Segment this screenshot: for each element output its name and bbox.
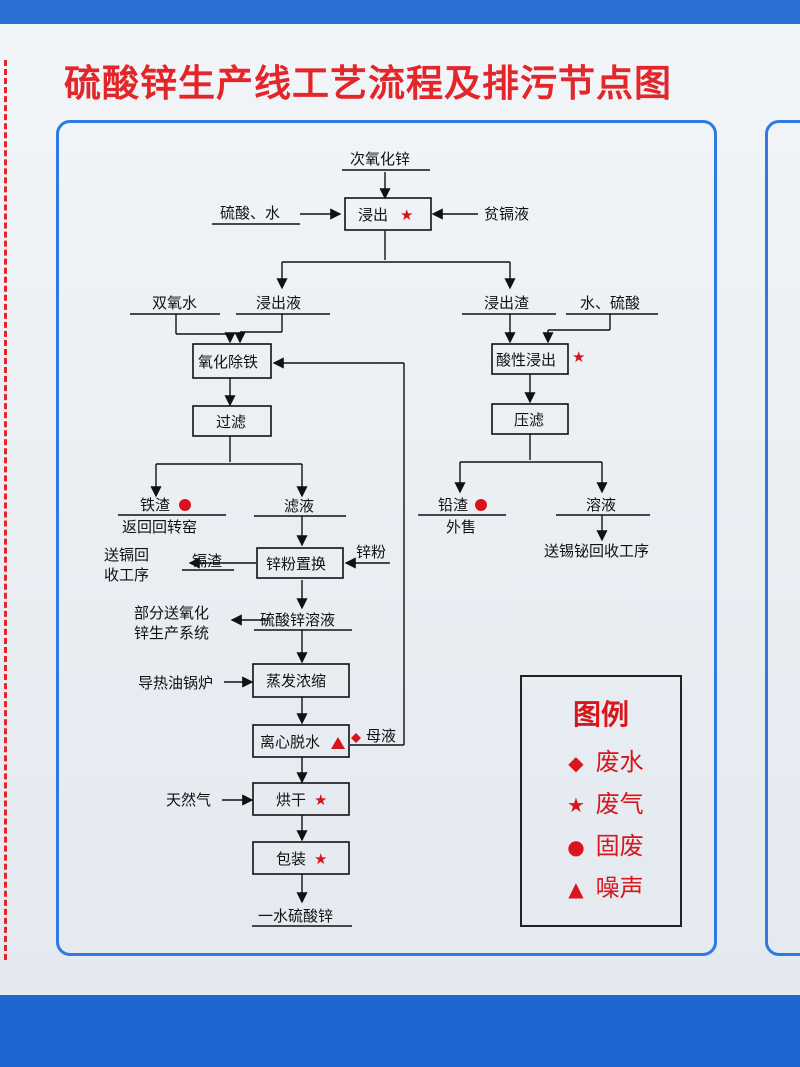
box-evap: [252, 663, 350, 698]
legend-item-wastewater: ◆ 废水: [564, 747, 644, 777]
label-sn-note: 送锡铋回收工序: [544, 542, 649, 560]
label-pb-slag-note: 外售: [446, 518, 476, 536]
box-dry: [252, 782, 350, 816]
label-cd-back-2: 收工序: [104, 566, 149, 584]
label-filtrate: 滤液: [284, 497, 314, 515]
label-product: 一水硫酸锌: [258, 907, 333, 925]
legend-label: 固废: [595, 832, 644, 860]
wastewater-diamond-icon: [351, 733, 361, 743]
legend-item-exhaust: ★ 废气: [564, 789, 644, 819]
box-filter: [192, 405, 272, 437]
label-cd-back-1: 送镉回: [104, 546, 149, 564]
exhaust-star-icon: ★: [400, 206, 413, 224]
label-evap: 蒸发浓缩: [266, 672, 326, 690]
label-fe-slag: 铁渣: [140, 496, 170, 514]
label-pb-slag: 铅渣: [438, 496, 468, 514]
label-cd-slag: 镉渣: [192, 552, 222, 570]
triangle-icon: ▲: [568, 877, 584, 901]
legend-box: 图例 ◆ 废水 ★ 废气 ● 固废 ▲ 噪声: [520, 675, 682, 927]
label-solution: 溶液: [586, 496, 616, 514]
label-zn-replace: 锌粉置换: [266, 555, 326, 573]
label-part-1: 部分送氧化: [134, 604, 209, 622]
legend-title: 图例: [572, 698, 629, 731]
legend-item-noise: ▲ 噪声: [564, 873, 644, 903]
box-pack: [252, 841, 350, 875]
label-water-acid: 水、硫酸: [580, 294, 640, 312]
exhaust-star-icon: ★: [572, 348, 585, 366]
label-pack: 包装: [276, 850, 306, 868]
label-leach: 浸出: [358, 206, 388, 224]
label-dry: 烘干: [276, 791, 306, 809]
legend-label: 废水: [595, 748, 644, 776]
legend-label: 废气: [595, 790, 644, 818]
legend-item-solid-waste: ● 固废: [564, 831, 644, 861]
legend-label: 噪声: [595, 874, 644, 902]
box-centri: [252, 724, 350, 758]
label-zn-powder: 锌粉: [356, 543, 386, 561]
label-fe-slag-note: 返回回转窑: [122, 518, 197, 536]
label-oxid: 氧化除铁: [198, 353, 258, 371]
box-acid-leach: [491, 343, 569, 375]
label-h2o2: 双氧水: [152, 294, 197, 312]
diamond-icon: ◆: [568, 751, 584, 775]
label-leachate: 浸出液: [256, 294, 301, 312]
box-press: [491, 403, 569, 435]
box-leach: [344, 197, 432, 231]
label-zno: 次氧化锌: [350, 150, 410, 168]
label-oil-boiler: 导热油锅炉: [138, 674, 213, 692]
exhaust-star-icon: ★: [314, 850, 327, 868]
label-cd-lean: 贫镉液: [484, 205, 529, 223]
next-panel-frame: [765, 120, 800, 956]
label-znso4-sol: 硫酸锌溶液: [260, 611, 335, 629]
label-filter: 过滤: [216, 413, 246, 431]
star-icon: ★: [567, 793, 585, 817]
page-title: 硫酸锌生产线工艺流程及排污节点图: [64, 62, 672, 105]
dot-icon: ●: [567, 835, 585, 859]
label-centri: 离心脱水: [260, 733, 320, 751]
bottom-band: [0, 995, 800, 1067]
exhaust-star-icon: ★: [314, 791, 327, 809]
board-panel: [0, 24, 800, 999]
red-dashed-border: [4, 60, 7, 960]
box-oxid: [192, 343, 272, 379]
label-mother: 母液: [366, 727, 396, 745]
top-band: [0, 0, 800, 26]
box-zn-replace: [256, 547, 344, 579]
solid-waste-dot-icon: [475, 499, 487, 511]
noise-triangle-icon: [331, 737, 345, 749]
label-gas: 天然气: [166, 791, 211, 809]
diagram-frame: [56, 120, 717, 956]
solid-waste-dot-icon: [179, 499, 191, 511]
label-press: 压滤: [514, 411, 544, 429]
label-acid-leach: 酸性浸出: [496, 351, 556, 369]
label-residue: 浸出渣: [484, 294, 529, 312]
label-part-2: 锌生产系统: [134, 624, 209, 642]
label-h2so4-water: 硫酸、水: [220, 204, 280, 222]
